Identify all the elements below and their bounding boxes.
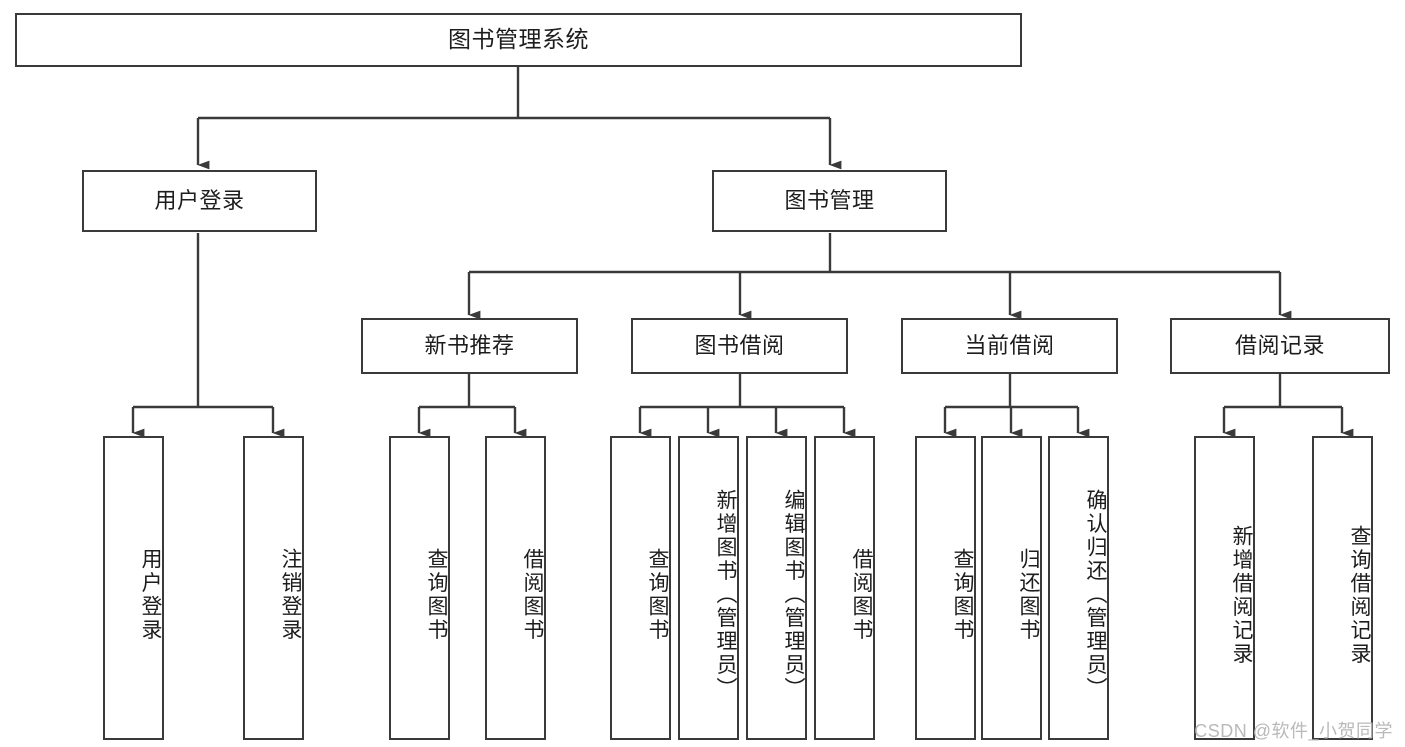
node-label: 新增图书（管理员） xyxy=(714,489,737,701)
node-book-management[interactable]: 图书管理 xyxy=(712,170,947,232)
node-label: 用户登录 xyxy=(154,187,245,213)
leaf-book-borrow-edit-book-admin[interactable]: 编辑图书（管理员） xyxy=(746,436,807,740)
node-label: 图书管理系统 xyxy=(448,26,589,53)
node-label: 查询借阅记录 xyxy=(1348,524,1371,666)
node-label: 归还图书 xyxy=(1017,548,1040,642)
node-label: 图书借阅 xyxy=(694,332,785,358)
node-label: 借阅图书 xyxy=(521,548,544,642)
node-label: 当前借阅 xyxy=(964,332,1055,358)
leaf-user-login-logout[interactable]: 注销登录 xyxy=(243,436,304,740)
node-label: 新书推荐 xyxy=(424,332,515,358)
leaf-borrow-record-query-record[interactable]: 查询借阅记录 xyxy=(1312,436,1373,740)
leaf-book-borrow-add-book-admin[interactable]: 新增图书（管理员） xyxy=(678,436,739,740)
csdn-watermark: CSDN @软件_小贺同学 xyxy=(1194,721,1393,741)
node-label: 借阅记录 xyxy=(1234,332,1325,358)
node-label: 借阅图书 xyxy=(850,548,873,642)
node-label: 确认归还（管理员） xyxy=(1084,489,1107,701)
node-current-borrow[interactable]: 当前借阅 xyxy=(901,318,1118,374)
node-label: 查询图书 xyxy=(951,548,974,642)
leaf-new-book-borrow-book[interactable]: 借阅图书 xyxy=(485,436,546,740)
leaf-book-borrow-borrow-book[interactable]: 借阅图书 xyxy=(814,436,875,740)
leaf-user-login-user-login[interactable]: 用户登录 xyxy=(103,436,164,740)
leaf-borrow-record-add-record[interactable]: 新增借阅记录 xyxy=(1194,436,1255,740)
node-borrow-record[interactable]: 借阅记录 xyxy=(1170,318,1390,374)
node-book-borrow[interactable]: 图书借阅 xyxy=(631,318,848,374)
leaf-current-borrow-confirm-return-admin[interactable]: 确认归还（管理员） xyxy=(1048,436,1109,740)
node-label: 注销登录 xyxy=(279,548,302,642)
leaf-new-book-query-book[interactable]: 查询图书 xyxy=(389,436,450,740)
leaf-current-borrow-return-book[interactable]: 归还图书 xyxy=(981,436,1042,740)
node-label: 查询图书 xyxy=(425,548,448,642)
node-label: 编辑图书（管理员） xyxy=(782,489,805,701)
leaf-current-borrow-query-book[interactable]: 查询图书 xyxy=(915,436,976,740)
leaf-book-borrow-query-book[interactable]: 查询图书 xyxy=(610,436,671,740)
node-label: 查询图书 xyxy=(646,548,669,642)
node-label: 用户登录 xyxy=(139,548,162,642)
node-new-book-recommend[interactable]: 新书推荐 xyxy=(361,318,578,374)
node-user-login[interactable]: 用户登录 xyxy=(82,170,317,232)
node-root-library-management-system[interactable]: 图书管理系统 xyxy=(15,13,1022,67)
node-label: 图书管理 xyxy=(784,187,875,213)
node-label: 新增借阅记录 xyxy=(1230,524,1253,666)
